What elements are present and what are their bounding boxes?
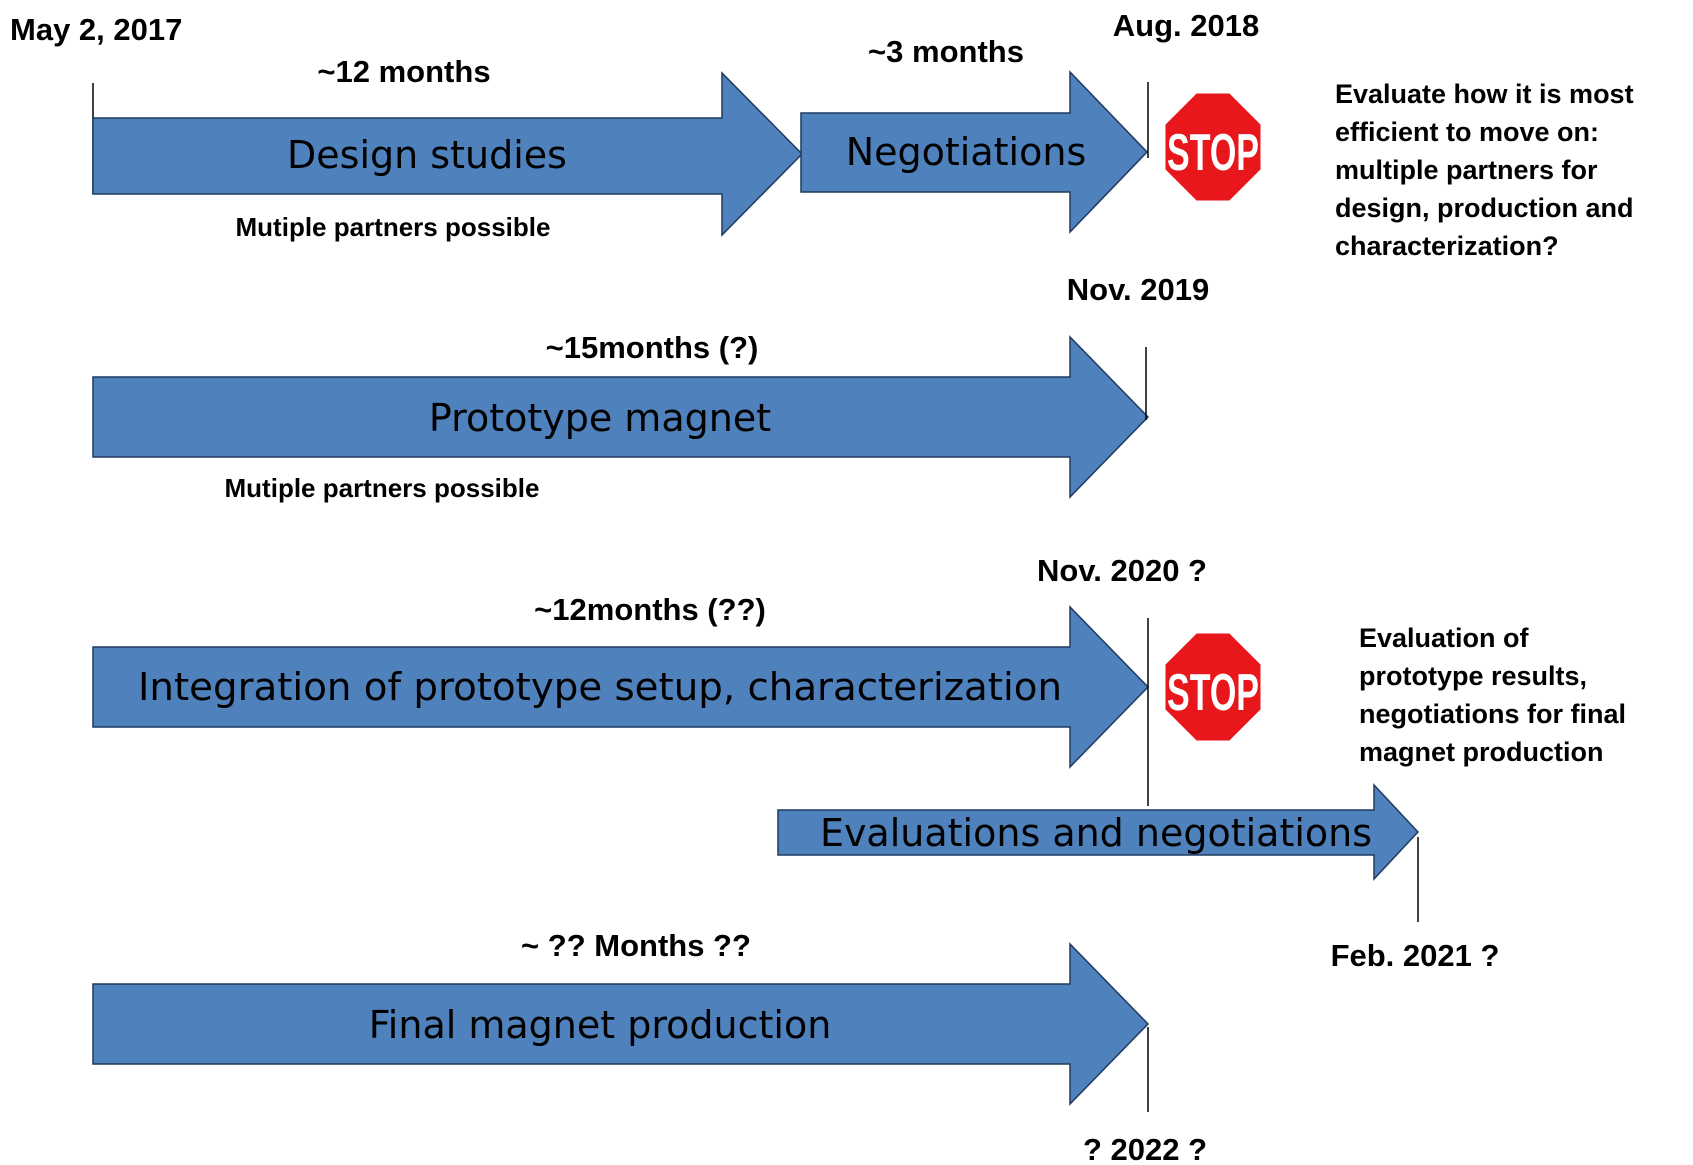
prototype-magnet-duration: ~15months (?) [546, 330, 759, 365]
svg-text:STOP: STOP [1167, 124, 1259, 182]
final-production-arrow [92, 942, 1150, 1106]
final-milestone: ? 2022 ? [1083, 1132, 1207, 1165]
negotiations-label: Negotiations [846, 130, 1087, 174]
prototype-magnet-note: Mutiple partners possible [225, 473, 540, 503]
design-studies-label: Design studies [287, 133, 567, 177]
nov-2019-milestone: Nov. 2019 [1067, 272, 1209, 307]
design-studies-arrow [92, 71, 804, 237]
stop-sign-icon: STOP [1162, 630, 1264, 744]
design-studies-note: Mutiple partners possible [236, 212, 551, 242]
final-production-label: Final magnet production [369, 1003, 832, 1047]
start-date-label: May 2, 2017 [10, 12, 182, 47]
stop-sign-icon: STOP [1162, 90, 1264, 204]
decision-note-1: Evaluate how it is most efficient to mov… [1335, 79, 1641, 261]
evaluations-label: Evaluations and negotiations [820, 811, 1372, 855]
aug-2018-milestone: Aug. 2018 [1113, 8, 1259, 43]
final-production-duration: ~ ?? Months ?? [521, 928, 751, 963]
nov-2020-milestone: Nov. 2020 ? [1037, 553, 1207, 588]
integration-duration: ~12months (??) [534, 592, 766, 627]
evaluations-arrow [777, 783, 1420, 881]
integration-arrow [92, 605, 1150, 769]
feb-2021-milestone: Feb. 2021 ? [1331, 938, 1500, 973]
prototype-magnet-label: Prototype magnet [429, 396, 771, 440]
design-studies-duration: ~12 months [317, 54, 490, 89]
prototype-magnet-arrow [92, 335, 1150, 499]
integration-label: Integration of prototype setup, characte… [138, 665, 1062, 709]
svg-text:STOP: STOP [1167, 664, 1259, 722]
negotiations-arrow [800, 70, 1149, 234]
negotiations-duration: ~3 months [868, 34, 1024, 69]
decision-note-2: Evaluation of prototype results, negotia… [1359, 623, 1634, 767]
